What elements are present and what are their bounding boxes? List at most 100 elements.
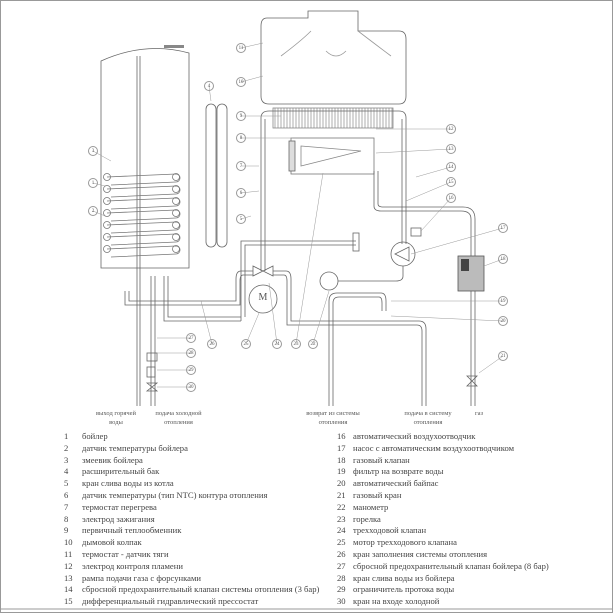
outlet-label: отопления xyxy=(318,419,348,426)
legend-text: ограничитель протока воды xyxy=(353,584,455,595)
callout-3: 3 xyxy=(88,146,98,156)
legend-number: 18 xyxy=(337,454,346,465)
callout-17: 17 xyxy=(498,223,508,233)
outlet-label: возврат из системы xyxy=(306,410,360,417)
outlet-label: воды xyxy=(109,419,123,426)
gas-inlet-pipe xyxy=(470,291,476,406)
legend-number: 19 xyxy=(337,466,346,477)
legend-number: 27 xyxy=(337,560,346,571)
coil-turn xyxy=(172,185,180,193)
legend-text: первичный теплообменник xyxy=(82,525,182,536)
coil-turn xyxy=(103,221,111,229)
coil-turn xyxy=(106,233,181,246)
burner xyxy=(290,137,375,175)
callout-12: 12 xyxy=(446,124,456,134)
legend-item: 18 газовый клапан xyxy=(337,455,549,467)
outlet-label: отопления xyxy=(413,419,443,426)
boiler-tank xyxy=(100,48,190,269)
manometer xyxy=(319,271,339,291)
valve-motor xyxy=(248,284,278,314)
legend-text: автоматический воздухоотводчик xyxy=(353,431,476,441)
legend-number: 14 xyxy=(64,584,73,595)
callout-26: 26 xyxy=(207,339,217,349)
heat-exchanger-frame xyxy=(272,107,394,129)
legend-item: 28 кран слива воды из бойлера xyxy=(337,573,549,585)
cold-inlet-tap xyxy=(145,382,159,392)
coil-turn xyxy=(172,245,180,253)
legend-number: 24 xyxy=(337,525,346,536)
leader-lines xyxy=(92,42,504,388)
callout-5: 5 xyxy=(236,214,246,224)
gas-valve-detail xyxy=(461,259,469,271)
callout-20: 20 xyxy=(498,316,508,326)
legend-text: автоматический байпас xyxy=(353,478,439,489)
legend-number: 6 xyxy=(64,489,69,500)
legend-text: насос с автоматическим воздухоотводчиком xyxy=(353,442,515,453)
legend-item: 29 ограничитель протока воды xyxy=(337,584,549,596)
legend-number: 7 xyxy=(64,501,69,512)
callout-29: 29 xyxy=(186,365,196,375)
legend-number: 28 xyxy=(337,572,346,583)
outlet-label: подача холодной xyxy=(155,410,202,417)
legend-number: 25 xyxy=(337,537,346,548)
coil-turn xyxy=(172,209,180,217)
callout-10: 10 xyxy=(236,77,246,87)
leader-line xyxy=(295,172,324,345)
coil-turn xyxy=(103,185,111,193)
legend-text: электрод зажигания xyxy=(82,513,155,524)
coil-turn xyxy=(103,233,111,241)
callout-18: 18 xyxy=(498,254,508,264)
legend-text: газовый кран xyxy=(353,489,402,500)
three-way-valve xyxy=(252,265,274,277)
callout-28: 28 xyxy=(186,348,196,358)
callout-1: 1 xyxy=(88,178,98,188)
leader-line xyxy=(375,148,452,154)
bypass-pipe xyxy=(240,240,356,321)
return-pipe xyxy=(328,292,387,406)
legend-number: 12 xyxy=(64,560,73,571)
air-vent xyxy=(410,227,422,237)
legend-text: газовый клапан xyxy=(353,454,410,465)
legend-number: 4 xyxy=(64,466,69,477)
callout-25: 25 xyxy=(241,339,251,349)
legend-text: расширительный бак xyxy=(82,466,160,477)
flow-limiter xyxy=(146,366,156,378)
coil-turn xyxy=(106,185,181,198)
burner-detail xyxy=(300,145,362,167)
outlet-label: отопления xyxy=(164,419,193,426)
legend-number: 13 xyxy=(64,572,73,583)
callout-15: 15 xyxy=(446,177,456,187)
coil-turn xyxy=(106,173,181,186)
coil-turn xyxy=(106,245,181,258)
boiler-coil xyxy=(103,173,181,258)
leader-line xyxy=(420,197,452,232)
outlet-cold-supply: подача холодной отопления xyxy=(146,409,211,427)
callout-11: 11 xyxy=(236,43,246,53)
callout-14: 14 xyxy=(446,162,456,172)
legend-text: кран слива воды из бойлера xyxy=(353,572,455,583)
leader-line xyxy=(268,282,278,345)
legend-number: 29 xyxy=(337,584,346,595)
leader-line xyxy=(312,290,330,345)
callout-23: 23 xyxy=(291,339,301,349)
